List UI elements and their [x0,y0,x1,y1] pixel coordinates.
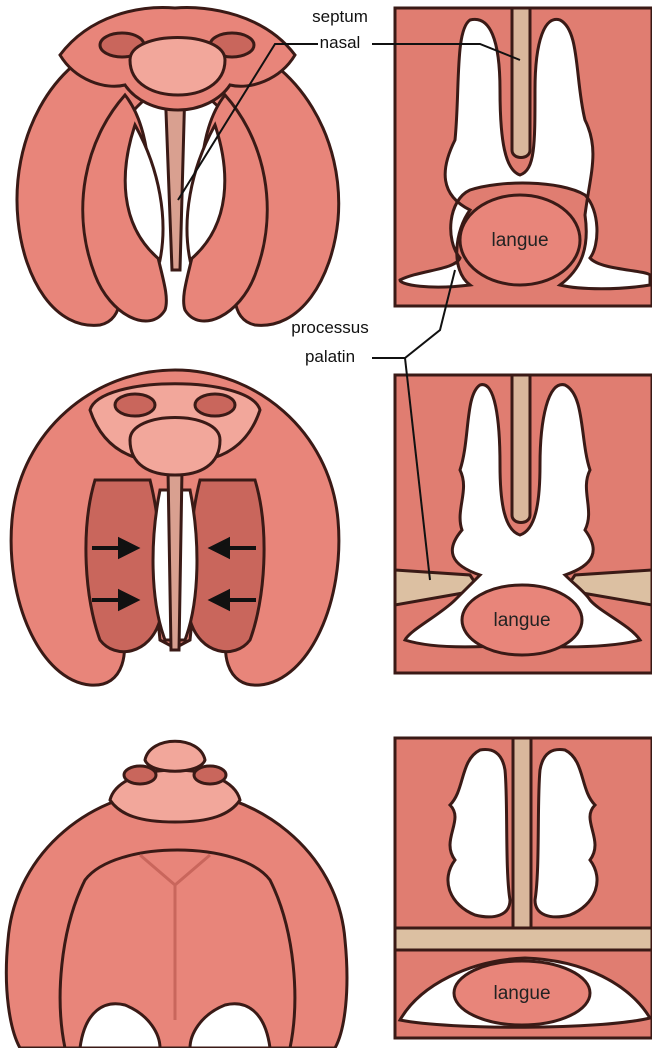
section-2-septum [512,375,530,523]
stage-3-left-nostril [124,766,156,784]
stage-2-palate-view [11,370,339,685]
tongue-label-bottom: langue [493,983,550,1004]
processus-label-line2: palatin [305,347,355,366]
stage-3-right-nostril [194,766,226,784]
stage-1-palate-view [17,8,339,326]
stage-2-right-nostril [195,394,235,416]
tongue-label-top: langue [491,230,548,251]
stage-2-right-shelf [188,480,264,652]
septum-label-line1: septum [312,7,368,26]
processus-label-line1: processus [291,318,368,337]
section-3-fused-palate [395,928,652,950]
stage-3-nose-top [145,741,205,771]
septum-label-line2: nasal [320,33,361,52]
stage-3-section: langue [395,738,652,1038]
nose-tip [130,38,225,96]
tongue-label-middle: langue [493,610,550,631]
stage-1-section: langue [395,8,652,306]
section-3-septum [513,738,531,928]
stage-2-section: langue [395,375,652,673]
stage-2-left-nostril [115,394,155,416]
stage-2-nose-tip [130,418,220,476]
stage-2-left-shelf [86,480,162,652]
nasal-septum-strip [165,85,185,270]
stage-3-palate-view [6,741,347,1048]
section-1-septum [512,8,530,158]
stage-2-septum [168,470,182,650]
